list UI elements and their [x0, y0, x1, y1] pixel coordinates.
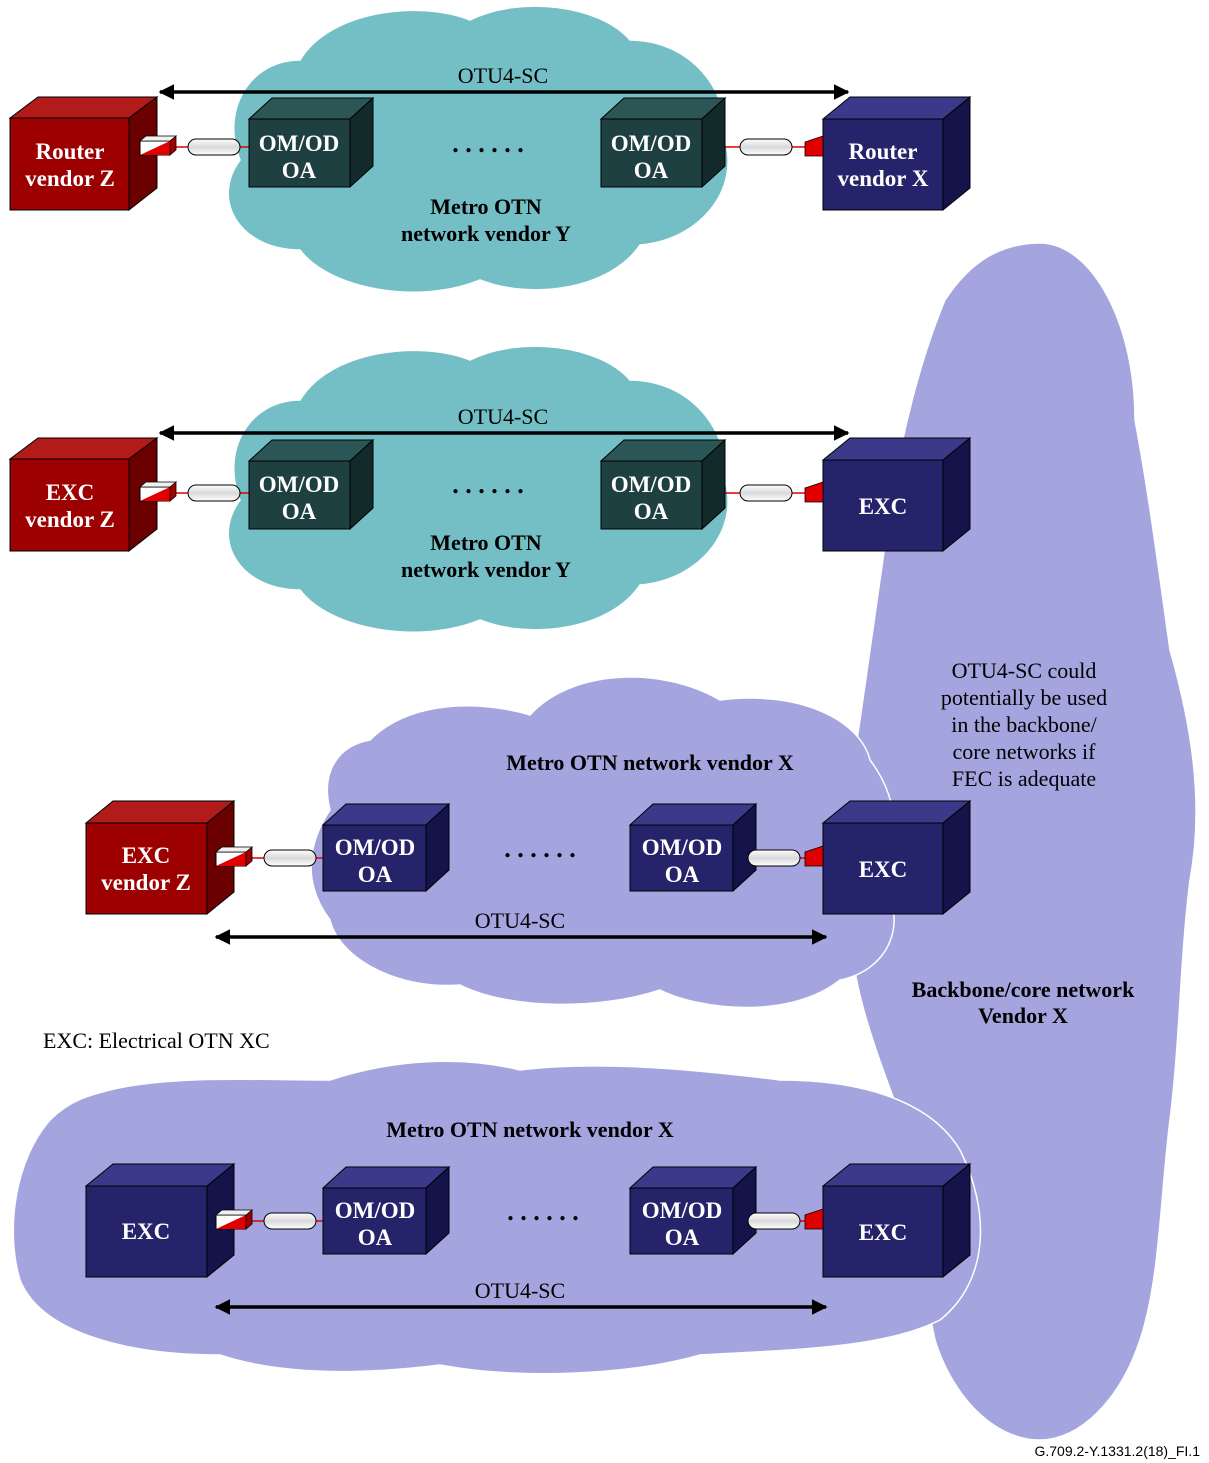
connector-icon	[215, 1209, 253, 1230]
metro-cloud-vendor-x-1	[310, 676, 895, 1009]
svg-text:OA: OA	[282, 158, 317, 183]
om-od-oa-left: OM/OD OA	[321, 802, 451, 893]
svg-text:Router: Router	[849, 139, 918, 164]
fiber-cable	[747, 849, 801, 867]
svg-text:OM/OD: OM/OD	[259, 131, 340, 156]
exc-metro-left: EXC	[84, 1162, 236, 1279]
connector-icon	[139, 481, 177, 502]
om-od-oa-right: OM/OD OA	[628, 1165, 758, 1256]
ellipsis-dots: . . . . . .	[452, 470, 524, 499]
fiber-cable	[739, 484, 793, 502]
fiber-cable	[187, 138, 241, 156]
om-od-oa-left: OM/OD OA	[321, 1165, 451, 1256]
legend-text: EXC: Electrical OTN XC	[43, 1028, 270, 1053]
fiber-cable	[263, 1212, 317, 1230]
svg-text:OA: OA	[358, 862, 393, 887]
cloud-label: Metro OTN network vendor X	[506, 750, 794, 775]
scenario-2: OTU4-SC EXC vendor Z OM/OD OA . . . . . …	[8, 404, 972, 582]
om-od-oa-right: OM/OD OA	[628, 802, 758, 893]
svg-text:vendor X: vendor X	[838, 166, 929, 191]
backbone-title: Vendor X	[978, 1003, 1068, 1028]
scenario-4: Metro OTN network vendor X EXC OM/OD OA …	[84, 1117, 972, 1315]
fiber-cable	[739, 138, 793, 156]
svg-text:vendor Z: vendor Z	[25, 507, 115, 532]
svg-text:EXC: EXC	[46, 480, 95, 505]
om-od-oa-left: OM/OD OA	[247, 438, 375, 531]
fiber-cable	[187, 484, 241, 502]
svg-text:EXC: EXC	[122, 1219, 171, 1244]
fiber-cable	[747, 1212, 801, 1230]
otu4-sc-label: OTU4-SC	[458, 404, 548, 429]
cloud-label: Metro OTN	[430, 530, 542, 555]
connector-icon	[139, 135, 177, 156]
fiber-cable	[263, 849, 317, 867]
ellipsis-dots: . . . . . .	[452, 129, 524, 158]
svg-text:core networks if: core networks if	[953, 739, 1097, 764]
svg-text:vendor Z: vendor Z	[25, 166, 115, 191]
otu4-sc-label: OTU4-SC	[458, 63, 548, 88]
connector-icon	[215, 846, 253, 867]
svg-text:Router: Router	[36, 139, 105, 164]
cloud-label: network vendor Y	[401, 557, 571, 582]
cloud-label: Metro OTN	[430, 194, 542, 219]
exc-backbone-1: EXC	[804, 436, 972, 553]
svg-text:OM/OD: OM/OD	[611, 472, 692, 497]
metro-cloud-vendor-y-2	[227, 345, 729, 633]
svg-text:OM/OD: OM/OD	[335, 835, 416, 860]
scenario-3: Metro OTN network vendor X EXC vendor Z …	[84, 750, 972, 945]
svg-text:potentially be used: potentially be used	[941, 685, 1107, 710]
svg-text:EXC: EXC	[859, 1220, 908, 1245]
backbone-title: Backbone/core network	[912, 977, 1135, 1002]
svg-text:EXC: EXC	[859, 857, 908, 882]
svg-text:OM/OD: OM/OD	[259, 472, 340, 497]
svg-text:vendor Z: vendor Z	[101, 870, 191, 895]
svg-text:EXC: EXC	[859, 494, 908, 519]
svg-text:OM/OD: OM/OD	[642, 1198, 723, 1223]
svg-text:OM/OD: OM/OD	[335, 1198, 416, 1223]
backbone-note: OTU4-SC could potentially be used in the…	[941, 658, 1107, 791]
exc-vendor-z: EXC vendor Z	[84, 799, 236, 916]
svg-text:OA: OA	[634, 158, 669, 183]
svg-text:OA: OA	[665, 862, 700, 887]
otu4-sc-label: OTU4-SC	[475, 1278, 565, 1303]
cloud-label: network vendor Y	[401, 221, 571, 246]
svg-text:OM/OD: OM/OD	[642, 835, 723, 860]
router-vendor-z: Router vendor Z	[8, 96, 159, 212]
svg-text:in the backbone/: in the backbone/	[951, 712, 1097, 737]
svg-text:OA: OA	[282, 499, 317, 524]
svg-text:OA: OA	[358, 1225, 393, 1250]
svg-text:OM/OD: OM/OD	[611, 131, 692, 156]
svg-text:OTU4-SC could: OTU4-SC could	[952, 658, 1097, 683]
ellipsis-dots: . . . . . .	[504, 834, 576, 863]
metro-cloud-vendor-x-2	[12, 1060, 982, 1375]
ellipsis-dots: . . . . . .	[507, 1197, 579, 1226]
exc-backbone-3: EXC	[804, 1162, 972, 1279]
svg-text:OA: OA	[634, 499, 669, 524]
scenario-1: OTU4-SC Router vendor Z OM/OD OA . . . .…	[8, 63, 972, 246]
exc-vendor-z: EXC vendor Z	[8, 437, 159, 553]
figure-code: G.709.2-Y.1331.2(18)_FI.1	[1034, 1443, 1200, 1459]
svg-text:OA: OA	[665, 1225, 700, 1250]
metro-cloud-vendor-y-1	[227, 5, 729, 293]
otu4-sc-label: OTU4-SC	[475, 908, 565, 933]
exc-backbone-2: EXC	[804, 799, 972, 916]
svg-text:FEC is adequate: FEC is adequate	[952, 766, 1096, 791]
svg-text:EXC: EXC	[122, 843, 171, 868]
cloud-label: Metro OTN network vendor X	[386, 1117, 674, 1142]
om-od-oa-right: OM/OD OA	[599, 438, 727, 531]
router-vendor-x: Router vendor X	[804, 95, 972, 212]
om-od-oa-right: OM/OD OA	[599, 96, 727, 189]
om-od-oa-left: OM/OD OA	[247, 96, 375, 189]
